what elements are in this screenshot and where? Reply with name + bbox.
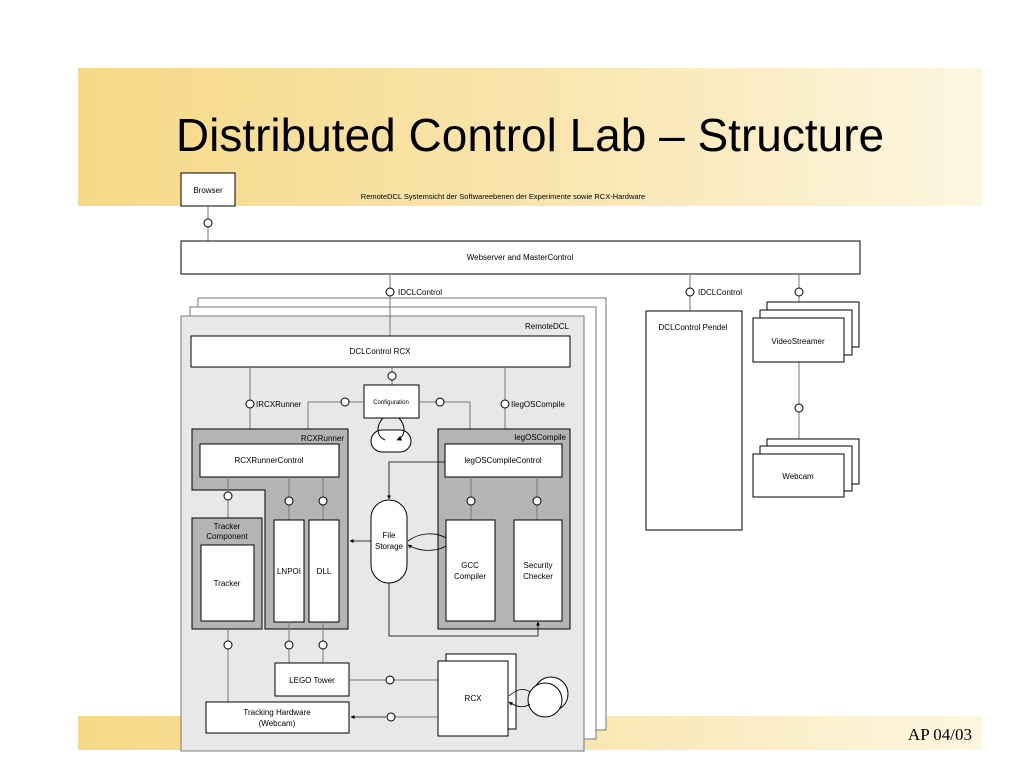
storage-gcc-exchange-arrow [408,533,447,551]
tracker-component-label-1: Tracker [214,522,241,531]
gcc-compiler-label-1: GCC [461,561,479,570]
configuration-loop-arrow [377,417,405,440]
webserver-label: Webserver and MasterControl [467,253,574,262]
videostreamer-label: VideoStreamer [771,337,825,346]
security-checker-box [513,519,563,622]
webcam-interface-icon [794,403,804,413]
dcl-control-pendel-box [645,310,743,531]
remotedcl-label: RemoteDCL [525,322,570,331]
browser-interface-icon [203,218,213,228]
rcx-motor-front-icon [527,682,563,718]
storage-security-loop [388,583,540,637]
ircxrunner-interface-icon [245,399,255,409]
slide-title: Distributed Control Lab – Structure [175,109,885,161]
configuration-label: Configuration [373,400,409,406]
webcam-label: Webcam [782,472,814,481]
tower-rcx-interface-icon [385,675,395,685]
lnpoi-label: LNPOI [277,567,301,576]
lnpoi-interface-icon [284,496,294,506]
rcx-tracking-interface-icon [386,712,396,722]
webserver-box [180,240,861,275]
idcl-right-interface-icon [685,287,695,297]
diagram-caption: RemoteDCL Systemsicht der Softwareebenen… [361,192,645,201]
idcl-left-label: IDCLControl [398,288,442,297]
gcc-interface-icon [466,496,476,506]
tracker-label: Tracker [214,579,241,588]
dll-tower-interface-icon [318,640,328,650]
control-to-storage-arrow [387,461,445,500]
dcl-control-rcx-label: DCLControl RCX [350,347,412,356]
slide-footer: AP 04/03 [907,725,972,744]
tracking-hardware-label-2: (Webcam) [259,719,296,728]
idcl-left-interface-icon [385,287,395,297]
rcx-motor-arrows [509,688,531,708]
ilegoscompile-interface-icon [500,399,510,409]
lego-tower-box [274,662,350,697]
dll-box [308,519,340,623]
gcc-compiler-box [445,519,496,622]
lnpoi-box [273,519,305,623]
tracker-box [200,544,255,622]
tracker-component-label-2: Component [206,532,248,541]
configuration-left-interface-icon [340,397,350,407]
rcxrunnercontrol-box [199,443,340,478]
configuration-store [370,429,412,453]
configuration-interface-icon [387,371,397,381]
rcx-label: RCX [465,694,483,703]
ircxrunner-label: IRCXRunner [256,400,302,409]
security-interface-icon [532,496,542,506]
legoscompile-label: legOSCompile [514,433,566,442]
tracker-interface-icon [223,491,233,501]
videostreamer-box [752,317,845,363]
tracking-hardware-label-1: Tracking Hardware [243,708,311,717]
videostreamer-interface-icon [794,287,804,297]
tracking-hardware-box [205,701,350,734]
tracker-hardware-interface-icon [223,640,233,650]
legoscompilecontrol-label: legOSCompileControl [464,456,542,465]
legoscompilecontrol-box [444,443,563,478]
idcl-right-label: IDCLControl [698,288,742,297]
browser-label: Browser [193,186,223,195]
dll-label: DLL [317,567,332,576]
dll-interface-icon [318,496,328,506]
rcxrunnercontrol-label: RCXRunnerControl [235,456,304,465]
webcam-box [752,453,845,498]
rcx-box [437,660,509,737]
security-checker-label-2: Checker [523,572,553,581]
ilegoscompile-label: IlegOSCompile [511,400,565,409]
file-storage-label-1: File [383,531,396,540]
file-storage-label-2: Storage [375,542,404,551]
dcl-control-rcx-box [190,335,571,368]
rcxrunner-label: RCXRunner [301,434,344,443]
dcl-control-pendel-label: DCLControl Pendel [659,323,728,332]
configuration-right-interface-icon [435,397,445,407]
gcc-compiler-label-2: Compiler [454,572,486,581]
lego-tower-label: LEGO Tower [289,676,335,685]
security-checker-label-1: Security [524,561,553,570]
lnpoi-tower-interface-icon [284,640,294,650]
